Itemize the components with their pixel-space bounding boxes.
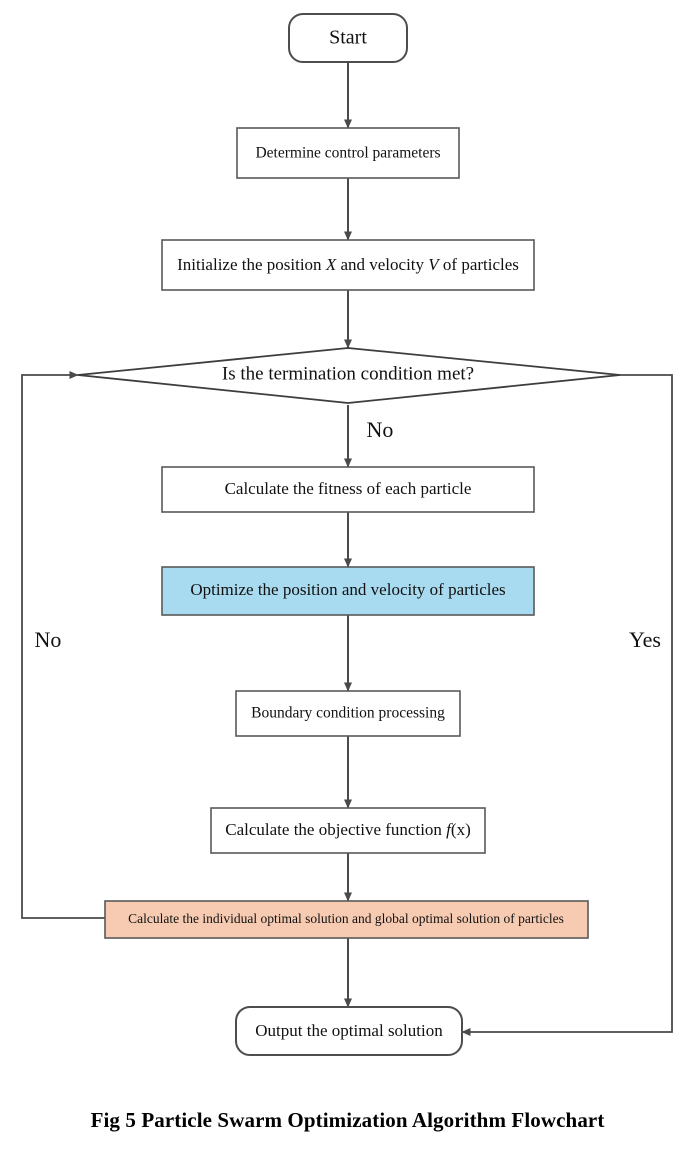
objective-text-1: Calculate the objective function	[225, 820, 446, 839]
edge-loop-back-no	[21, 371, 105, 919]
determine-label: Determine control parameters	[255, 145, 440, 162]
boundary-shape	[235, 690, 461, 737]
node-determine-control-parameters[interactable]: Determine control parameters	[236, 127, 460, 179]
node-optimize-position-velocity[interactable]: Optimize the position and velocity of pa…	[161, 566, 535, 616]
fitness-label: Calculate the fitness of each particle	[225, 479, 472, 498]
output-label: Output the optimal solution	[255, 1021, 443, 1040]
node-calculate-fitness[interactable]: Calculate the fitness of each particle	[161, 466, 535, 513]
objective-label: Calculate the objective function f(x)	[225, 820, 470, 839]
node-start[interactable]: Start	[288, 13, 408, 63]
initialize-text-1: Initialize the position	[177, 255, 326, 274]
objective-var-f: f	[446, 820, 453, 839]
initialize-shape	[161, 239, 535, 291]
branch-label-no-left: No	[35, 627, 62, 652]
start-shape	[288, 13, 408, 63]
optimal-solution-shape	[104, 900, 589, 939]
optimize-shape	[161, 566, 535, 616]
node-boundary-condition[interactable]: Boundary condition processing	[235, 690, 461, 737]
fitness-shape	[161, 466, 535, 513]
output-shape	[235, 1006, 463, 1056]
determine-shape	[236, 127, 460, 179]
node-output-optimal-solution[interactable]: Output the optimal solution	[235, 1006, 463, 1056]
boundary-label: Boundary condition processing	[251, 705, 445, 722]
figure-caption: Fig 5 Particle Swarm Optimization Algori…	[90, 1108, 605, 1132]
initialize-text-2: and velocity	[336, 255, 428, 274]
initialize-var-x: X	[325, 255, 337, 274]
branch-label-yes-right: Yes	[629, 627, 661, 652]
start-label: Start	[329, 27, 367, 49]
objective-text-2: (x)	[451, 820, 471, 839]
node-initialize-position-velocity[interactable]: Initialize the position X and velocity V…	[161, 239, 535, 291]
node-optimal-solution[interactable]: Calculate the individual optimal solutio…	[104, 900, 589, 939]
termination-shape	[77, 347, 621, 404]
optimal-solution-label: Calculate the individual optimal solutio…	[128, 911, 564, 926]
branch-label-no-down: No	[367, 417, 394, 442]
edge-termination-yes-to-output	[461, 374, 673, 1036]
initialize-var-v: V	[428, 255, 441, 274]
node-termination-condition[interactable]: Is the termination condition met?	[77, 347, 621, 404]
optimize-label: Optimize the position and velocity of pa…	[190, 580, 505, 599]
node-objective-function[interactable]: Calculate the objective function f(x)	[210, 807, 486, 854]
initialize-text-3: of particles	[439, 255, 519, 274]
termination-label: Is the termination condition met?	[222, 363, 474, 384]
initialize-label: Initialize the position X and velocity V…	[177, 255, 519, 274]
objective-shape	[210, 807, 486, 854]
